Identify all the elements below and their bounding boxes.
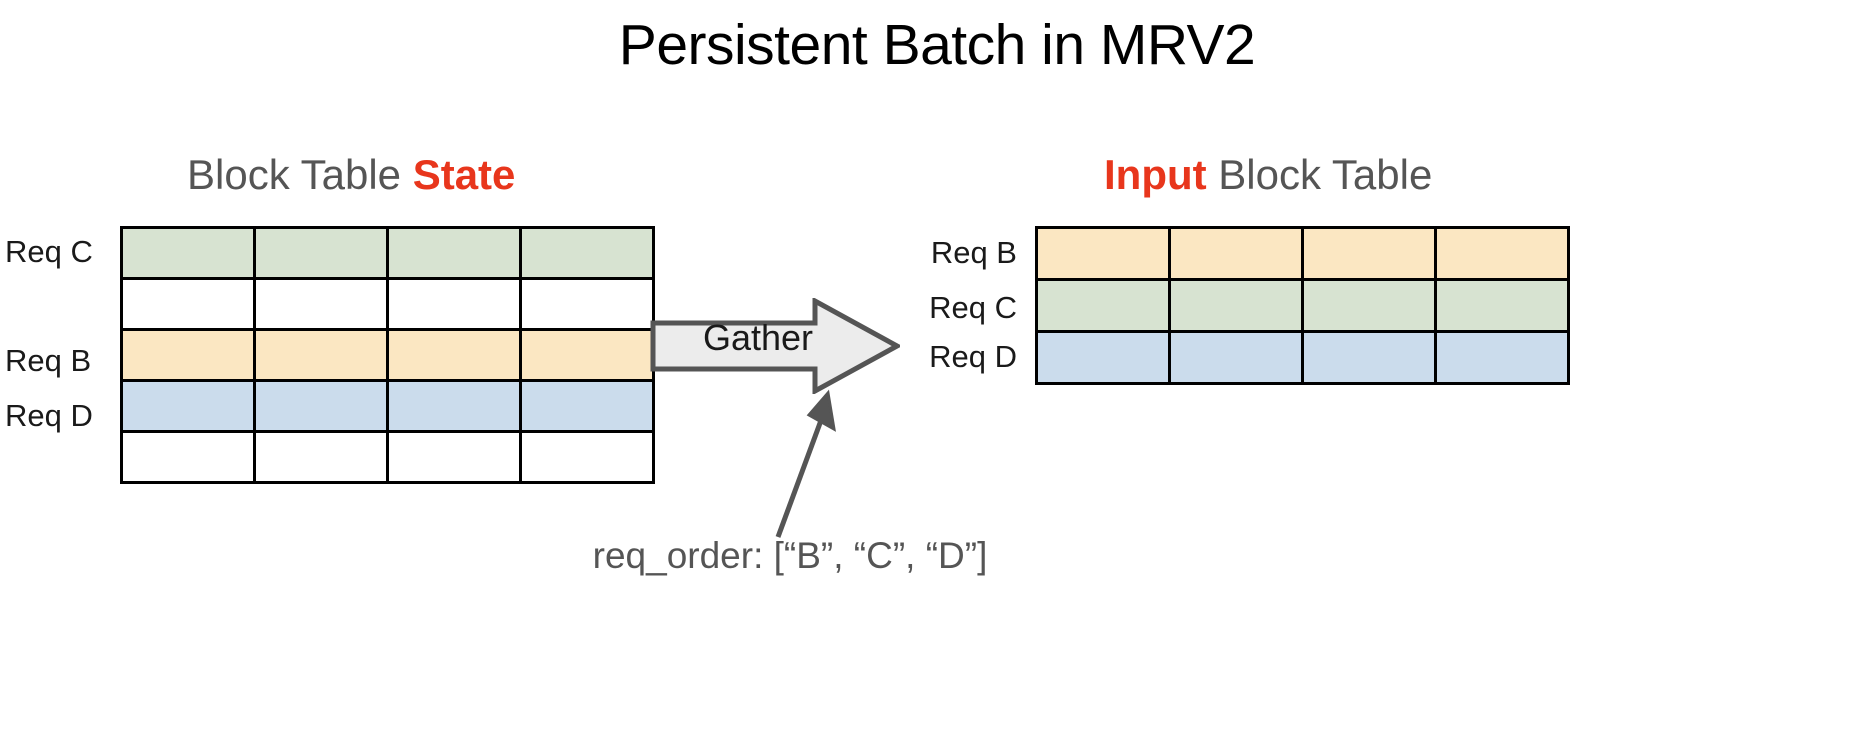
block-cell [253, 226, 389, 280]
block-table-state [120, 226, 655, 484]
pointer-head-icon [806, 389, 836, 432]
block-cell [1301, 226, 1437, 281]
left-heading-prefix: Block Table [187, 151, 413, 198]
right-heading-highlight: Input [1104, 151, 1207, 198]
block-cell [386, 379, 522, 433]
block-cell [1035, 226, 1171, 281]
row-label-req-c-right: Req C [929, 290, 1017, 325]
block-cell [1035, 330, 1171, 385]
block-cell [1301, 278, 1437, 333]
block-cell [1434, 226, 1570, 281]
left-panel-heading: Block Table State [187, 151, 516, 198]
right-panel-heading: Input Block Table [1104, 151, 1433, 198]
block-cell [519, 430, 655, 484]
block-cell [386, 226, 522, 280]
block-cell [253, 430, 389, 484]
table-row [120, 430, 655, 484]
block-cell [1301, 330, 1437, 385]
gather-arrow-shape [650, 298, 900, 394]
page-title: Persistent Batch in MRV2 [618, 13, 1256, 77]
gather-arrow-label: Gather [702, 317, 814, 358]
block-cell [1168, 330, 1304, 385]
row-label-req-b-left: Req B [5, 343, 92, 378]
block-cell [519, 226, 655, 280]
table-row [120, 328, 655, 382]
block-cell [519, 277, 655, 331]
block-cell [120, 430, 256, 484]
input-block-table [1035, 226, 1570, 385]
block-cell [253, 277, 389, 331]
table-row [1035, 330, 1570, 385]
block-cell [386, 430, 522, 484]
req-order-annotation: req_order: [“B”, “C”, “D”] [592, 535, 988, 576]
block-cell [386, 277, 522, 331]
block-cell [1168, 226, 1304, 281]
table-row [1035, 278, 1570, 333]
block-cell [519, 328, 655, 382]
block-cell [120, 328, 256, 382]
req-order-pointer-arrow [775, 389, 836, 538]
block-cell [1434, 278, 1570, 333]
table-row [120, 379, 655, 433]
gather-arrow [650, 298, 900, 394]
left-heading-highlight: State [412, 151, 516, 198]
block-cell [386, 328, 522, 382]
table-row [1035, 226, 1570, 281]
row-label-req-b-right: Req B [930, 235, 1017, 270]
table-row [120, 226, 655, 280]
right-heading-suffix: Block Table [1206, 151, 1433, 198]
block-cell [120, 226, 256, 280]
block-cell [120, 379, 256, 433]
row-label-req-c-left: Req C [5, 234, 93, 269]
row-label-req-d-left: Req D [5, 398, 93, 433]
pointer-line [775, 414, 826, 538]
block-cell [120, 277, 256, 331]
block-cell [253, 328, 389, 382]
block-cell [519, 379, 655, 433]
block-cell [1434, 330, 1570, 385]
table-row [120, 277, 655, 331]
row-label-req-d-right: Req D [929, 339, 1017, 374]
block-cell [253, 379, 389, 433]
block-cell [1168, 278, 1304, 333]
block-cell [1035, 278, 1171, 333]
